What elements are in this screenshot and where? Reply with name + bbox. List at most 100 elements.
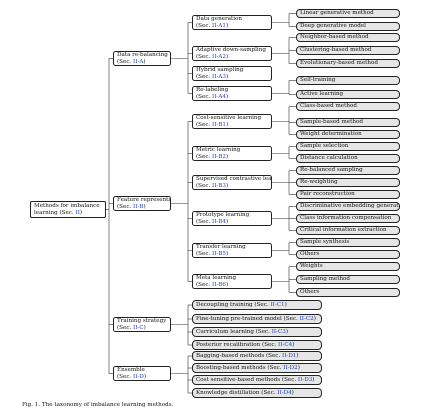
ref-suffix: ) <box>143 324 146 331</box>
subcategory-ii-a4: Re-labeling(Sec. II-A4) <box>192 86 272 101</box>
subcategory-ii-b3: Supervised contrastive learning(Sec. II-… <box>192 175 272 190</box>
leaf-method: Weights <box>296 262 400 271</box>
node-label: Decoupling training (Sec. II-C1) <box>196 302 318 309</box>
node-label: Hybrid sampling <box>196 66 244 73</box>
ref-suffix: ) <box>226 218 229 225</box>
leaf-label: Sampling method <box>300 276 351 282</box>
ref-suffix: ) <box>292 341 295 348</box>
ref-suffix: ) <box>296 352 299 359</box>
section-ref: II-A1 <box>212 22 226 29</box>
ref-suffix: ) <box>225 93 229 100</box>
category-ii-a: Data re-balancing(Sec. II-A) <box>113 51 171 66</box>
leaf-label: Critical information extraction <box>300 227 387 233</box>
category-ii-c: Training strategy(Sec. II-C) <box>113 317 171 332</box>
subcategory-ii-b6: Meta learning(Sec. II-B6) <box>192 274 272 289</box>
leaf-method: Distance calculation <box>296 154 400 163</box>
section-ref-line: (Sec. II-B) <box>117 204 167 211</box>
leaf-label: Weight determination <box>300 131 362 137</box>
ref-suffix: ) <box>143 373 146 380</box>
section-ref-line: (Sec. II-A3) <box>196 74 268 81</box>
section-ref: II-B <box>133 203 144 210</box>
leaf-method: Re-balanced sampling <box>296 166 400 175</box>
ref-prefix: (Sec. <box>117 324 134 331</box>
section-ref: II-B5 <box>212 250 226 257</box>
subcategory-ii-a3: Hybrid sampling(Sec. II-A3) <box>192 66 272 81</box>
node-label: Feature representation <box>117 196 171 203</box>
section-ref-line: (Sec. II-B6) <box>196 282 268 289</box>
node-label: Supervised contrastive learning <box>196 175 272 182</box>
section-ref: II-C2 <box>299 315 314 322</box>
section-ref: II-A3 <box>212 73 226 80</box>
section-ref-line: (Sec. II-B5) <box>196 251 268 258</box>
leaf-label: Re-balanced sampling <box>300 167 363 173</box>
leaf-label: Others <box>300 289 320 295</box>
item-ii-d3: Cost sensitive-based methods (Sec. II-D3… <box>192 375 322 385</box>
ref-suffix: ) <box>291 389 294 396</box>
ref-prefix: (Sec. <box>196 281 213 288</box>
section-ref: II-B2 <box>212 153 226 160</box>
leaf-method: Neighbor-based method <box>296 33 400 42</box>
item-text: Cost sensitive-based methods (Sec. <box>196 376 298 383</box>
leaf-method: Critical information extraction <box>296 226 400 235</box>
section-ref: II-D4 <box>277 389 292 396</box>
leaf-label: Active learning <box>300 91 344 97</box>
category-ii-b: Feature representation(Sec. II-B) <box>113 196 171 211</box>
node-label: Transfer learning <box>196 243 246 250</box>
ref-suffix: ) <box>297 364 300 371</box>
leaf-method: Re-weighting <box>296 178 400 187</box>
ref-suffix: ) <box>225 53 229 60</box>
ref-suffix: ) <box>313 315 316 322</box>
section-ref: II-B6 <box>212 281 226 288</box>
item-text: Bagging-based methods (Sec. <box>196 352 283 359</box>
section-ref-line: (Sec. II-B3) <box>196 183 268 190</box>
node-label: Curriculum learning (Sec. II-C3) <box>196 329 318 336</box>
section-ref-line: (Sec. II-B1) <box>196 122 268 129</box>
leaf-label: Distance calculation <box>300 155 358 161</box>
section-ref-line: (Sec. II-A4) <box>196 94 268 101</box>
leaf-label: Others <box>300 251 320 257</box>
ref-suffix: ) <box>225 22 229 29</box>
node-label: Boosting-based methods (Sec. II-D2) <box>196 365 318 372</box>
item-text: Decoupling training (Sec. <box>196 301 271 308</box>
ref-suffix: ) <box>226 153 229 160</box>
section-ref-line: (Sec. II-B2) <box>196 154 268 161</box>
ref-suffix: ) <box>226 281 229 288</box>
item-ii-c3: Curriculum learning (Sec. II-C3) <box>192 327 322 337</box>
node-label: Fine-tuning pre-trained model (Sec. II-C… <box>196 316 318 323</box>
leaf-method: Evolutionary-based method <box>296 59 400 68</box>
leaf-method: Sampling method <box>296 275 400 284</box>
ref-suffix: ) <box>226 250 229 257</box>
ref-prefix: (Sec. <box>196 73 213 80</box>
ref-suffix: ) <box>284 301 287 308</box>
leaf-method: Deep generative model <box>296 22 400 31</box>
ref-prefix: (Sec. <box>196 93 213 100</box>
section-ref: II-C <box>133 324 144 331</box>
leaf-label: Sample selection <box>300 143 349 149</box>
ref-prefix: (Sec. <box>196 218 213 225</box>
ref-prefix: (Sec. <box>196 121 213 128</box>
node-label: Metric learning <box>196 146 241 153</box>
item-ii-d4: Knowledge distillation (Sec. II-D4) <box>192 388 322 398</box>
leaf-method: Class information compensation <box>296 214 400 223</box>
node-label: Re-labeling <box>196 86 229 93</box>
section-ref: II-D <box>133 373 144 380</box>
section-ref: II-B3 <box>212 182 226 189</box>
figure-caption: Fig. 1. The taxonomy of imbalance learni… <box>22 402 174 408</box>
section-ref-line: (Sec. II-A2) <box>196 54 268 61</box>
section-ref: II-A <box>133 58 144 65</box>
item-ii-d1: Bagging-based methods (Sec. II-D1) <box>192 351 322 361</box>
subcategory-ii-b5: Transfer learning(Sec. II-B5) <box>192 243 272 258</box>
item-ii-c2: Fine-tuning pre-trained model (Sec. II-C… <box>192 314 322 324</box>
section-ref: II-A4 <box>212 93 226 100</box>
root-line2: learning (Sec. II) <box>34 209 83 216</box>
item-text: Knowledge distillation (Sec. <box>196 389 278 396</box>
ref-prefix: (Sec. <box>117 203 134 210</box>
ref-prefix: (Sec. <box>196 153 213 160</box>
section-ref-line: (Sec. II-A) <box>117 59 167 66</box>
ref-suffix: ) <box>285 328 289 335</box>
node-label: Data generation <box>196 15 243 22</box>
leaf-method: Others <box>296 288 400 297</box>
section-ref-line: (Sec. II-A1) <box>196 23 268 30</box>
section-ref: II-A2 <box>212 53 226 60</box>
